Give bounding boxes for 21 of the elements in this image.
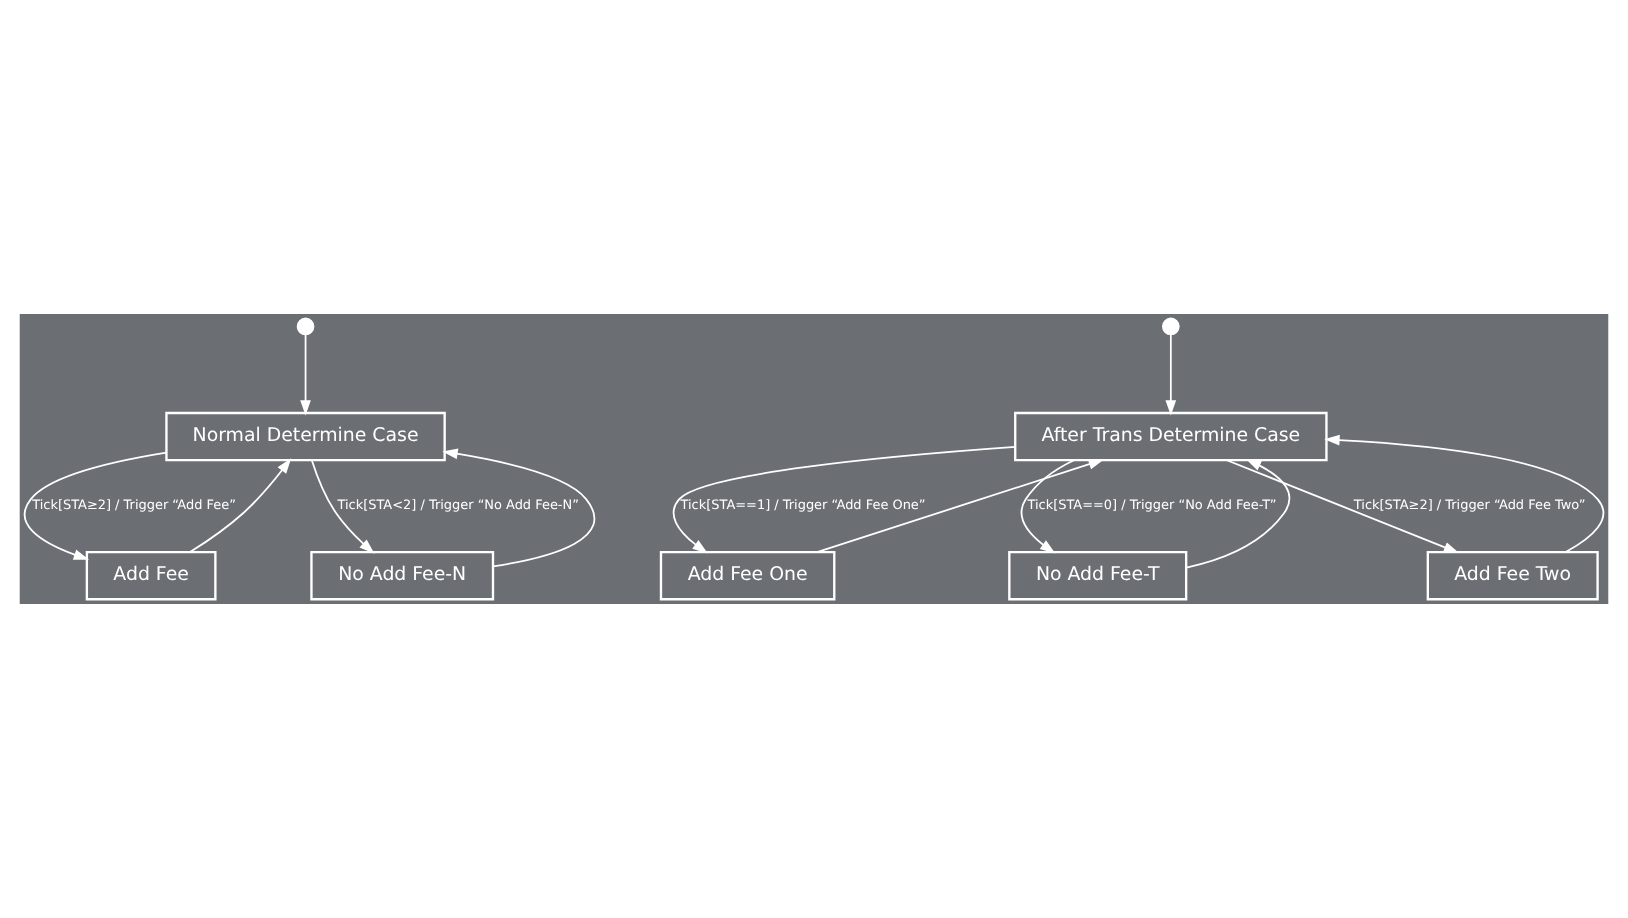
- arrow: [23, 451, 168, 560]
- node-box: Add Fee One: [659, 550, 836, 601]
- arrow: [442, 448, 596, 568]
- arrow: [1165, 333, 1177, 416]
- arrow: [1185, 459, 1291, 569]
- arrow: [310, 459, 375, 554]
- arrow: [816, 459, 1104, 553]
- node-box: No Add Fee-T: [1008, 550, 1188, 601]
- arrow: [189, 458, 292, 553]
- arrow: [1226, 459, 1460, 554]
- node-circle: [296, 317, 315, 336]
- arrow: [300, 333, 311, 416]
- node-box: Add Fee Two: [1426, 550, 1599, 601]
- node-box: Normal Determine Case: [165, 411, 446, 462]
- node-box: After Trans Determine Case: [1014, 411, 1328, 462]
- arrow: [672, 446, 1017, 554]
- arrow: [1020, 459, 1075, 554]
- arrow: [1324, 434, 1605, 553]
- node-box: Add Fee: [85, 550, 217, 601]
- node-circle: [1162, 317, 1180, 336]
- node-box: No Add Fee-N: [310, 550, 495, 601]
